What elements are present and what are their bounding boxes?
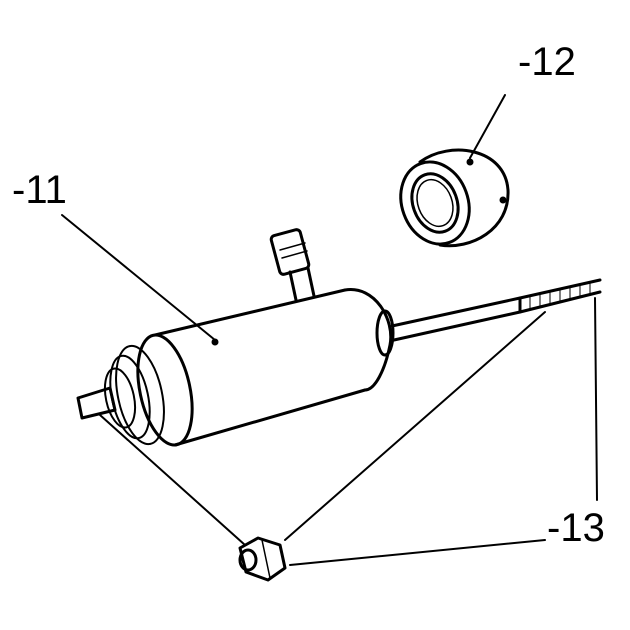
assembly-line-right xyxy=(284,311,546,541)
rod-part-13 xyxy=(390,278,602,342)
nut-part-13 xyxy=(238,536,287,582)
leader-line-11 xyxy=(61,214,216,341)
cylinder-part-11 xyxy=(76,288,395,447)
callout-label-12: -12 xyxy=(518,40,576,84)
rod-threads xyxy=(529,281,591,311)
leader-line-13-rod xyxy=(594,297,598,501)
assembly-line-left xyxy=(99,414,246,546)
callout-label-11: -11 xyxy=(12,168,67,212)
valve-fitting xyxy=(269,228,316,302)
leader-lines xyxy=(61,94,598,566)
callout-label-13: -13 xyxy=(547,506,605,550)
leader-line-12 xyxy=(469,94,506,159)
leader-line-13-nut xyxy=(289,539,546,566)
ring-part-12 xyxy=(399,148,510,248)
